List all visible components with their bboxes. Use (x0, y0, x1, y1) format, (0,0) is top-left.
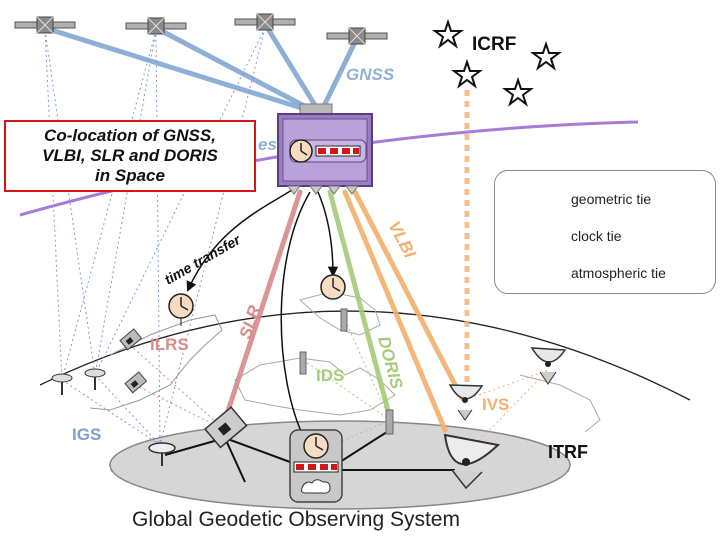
clock-europe (320, 274, 346, 300)
ivs-label: IVS (482, 395, 509, 414)
ground-colocation-box (289, 429, 343, 503)
coastline-right (519, 374, 601, 433)
ilrs-label: ILRS (150, 335, 189, 354)
vlbi-antenna-main (443, 433, 501, 490)
colocation-callout: Co-location of GNSS, VLBI, SLR and DORIS… (4, 120, 256, 192)
vlbi-antenna-small-1 (448, 384, 484, 421)
clock-ilrs (168, 293, 194, 326)
colocation-satellite (277, 103, 373, 195)
star-icon (530, 40, 562, 71)
igs-antenna-1 (51, 373, 73, 395)
gnss-satellite-1 (14, 16, 76, 34)
ground-solid-ties (164, 429, 455, 483)
legend-row-clock: clock tie (495, 228, 715, 258)
gnss-satellite-3 (234, 13, 296, 31)
callout-line-3: in Space (95, 166, 165, 185)
coastline-left (89, 314, 223, 411)
callout-line-2: VLBI, SLR and DORIS (42, 146, 218, 165)
ggos-label: Global Geodetic Observing System (132, 508, 460, 531)
doris-link (327, 189, 393, 421)
slr-telescope-1 (119, 328, 143, 351)
gnss-label: GNSS (346, 65, 395, 84)
legend-row-atmospheric: atmospheric tie (495, 265, 715, 295)
legend-geometric-label: geometric tie (571, 191, 652, 207)
time-transfer-arrow (186, 189, 293, 292)
slr-link (222, 189, 303, 423)
arrow-to-ground-clock (280, 191, 311, 442)
igs-antenna-3 (148, 442, 176, 466)
arrow-to-europe-clock (317, 191, 339, 278)
doris-beacon-1 (340, 308, 348, 332)
icrf-stars (432, 18, 562, 107)
slr-telescope-main (203, 406, 248, 449)
legend-row-geometric: geometric tie (495, 191, 715, 221)
igs-antenna-2 (84, 368, 106, 390)
doris-beacon-3 (385, 409, 394, 435)
legend-atmospheric-label: atmospheric tie (571, 265, 666, 281)
slr-label: SLR (236, 302, 265, 341)
gnss-satellite-2 (125, 17, 187, 35)
clipped-label: es (258, 135, 277, 154)
legend-clock-label: clock tie (571, 228, 622, 244)
legend: geometric tie clock tie atmospheric tie (494, 170, 716, 294)
icrf-label: ICRF (472, 34, 516, 55)
star-icon (451, 58, 483, 89)
coastline-center (234, 357, 396, 416)
vlbi-antenna-small-2 (530, 347, 567, 385)
ground-dotted-ties (129, 319, 549, 456)
gnss-satellite-4 (326, 27, 388, 45)
star-icon (432, 18, 464, 49)
vlbi-link-b (352, 189, 465, 401)
slr-telescope-2 (124, 371, 148, 394)
star-icon (502, 76, 534, 107)
time-transfer-label: time transfer (162, 231, 245, 288)
igs-dotted-links (44, 27, 266, 446)
callout-line-1: Co-location of GNSS, (44, 126, 216, 145)
vlbi-link-a (342, 189, 448, 433)
gnss-links (42, 21, 360, 113)
doris-beacon-2 (299, 351, 307, 375)
igs-label: IGS (72, 425, 101, 444)
ids-label: IDS (316, 366, 344, 385)
itrf-label: ITRF (548, 442, 588, 462)
